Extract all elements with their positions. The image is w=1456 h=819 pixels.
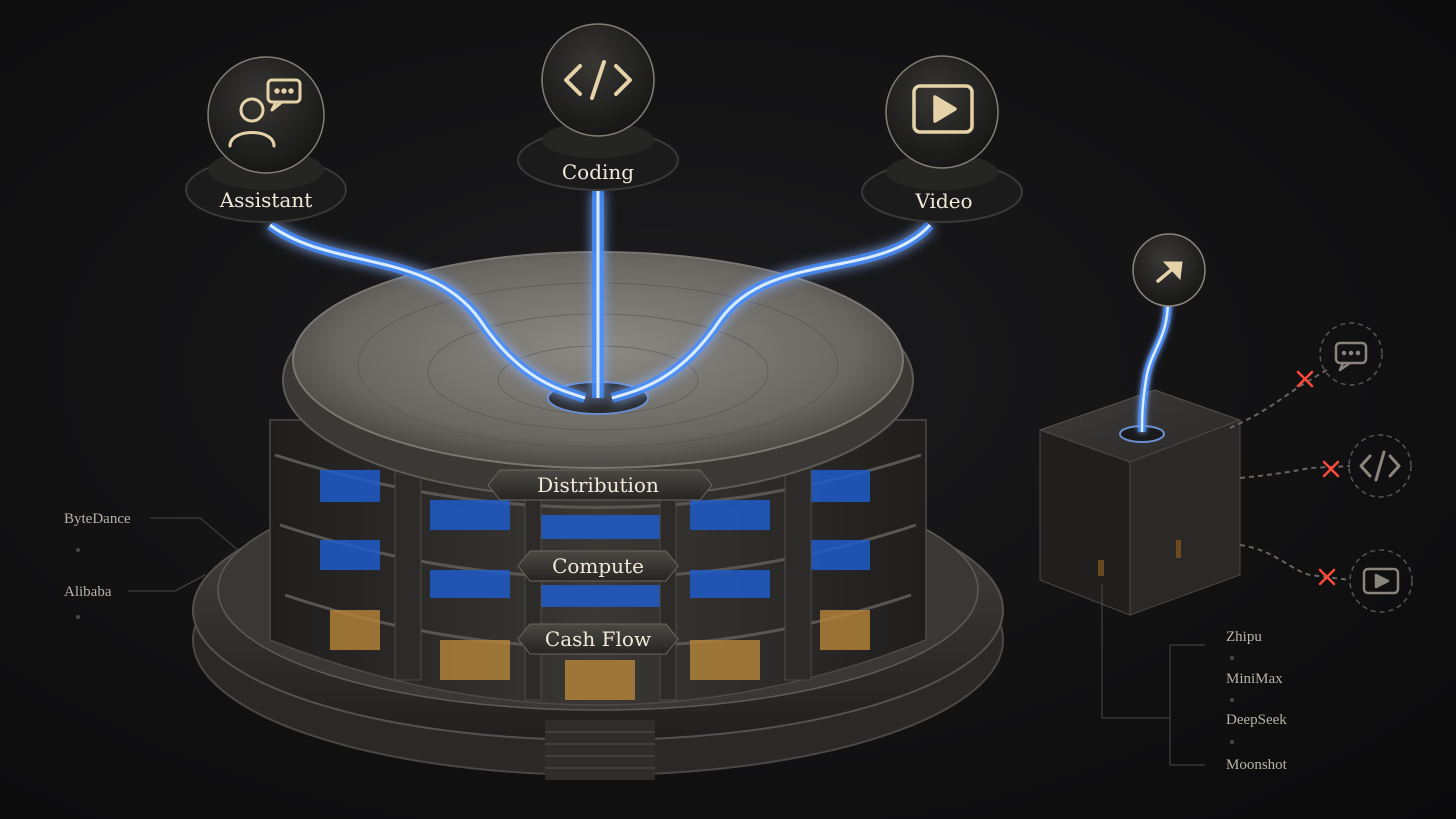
- cube-node: [1132, 233, 1206, 307]
- right-label-minimax: MiniMax: [1226, 671, 1283, 687]
- blocked-node-chat: [1319, 322, 1383, 386]
- server-windows: [320, 470, 870, 607]
- node-assistant: Assistant: [185, 56, 347, 223]
- chat-person-icon: [228, 78, 302, 148]
- left-label-alibaba: Alibaba: [64, 584, 112, 600]
- node-coding: Coding: [517, 23, 679, 191]
- chat-bubble-icon: [1334, 341, 1368, 372]
- tier-cash-flow: Cash Flow: [517, 623, 679, 655]
- code-brackets-icon: [1359, 450, 1401, 482]
- tier-distribution: Distribution: [487, 469, 713, 501]
- glow-conduits: [267, 190, 934, 403]
- node-video-label: Video: [914, 189, 972, 213]
- block-marks: [1296, 370, 1340, 586]
- node-coding-label: Coding: [562, 160, 634, 184]
- code-brackets-icon: [564, 60, 632, 100]
- right-label-zhipu: Zhipu: [1226, 629, 1262, 645]
- left-label-bytedance: ByteDance: [64, 511, 131, 527]
- node-assistant-label: Assistant: [219, 188, 313, 212]
- tier-cash-flow-label: Cash Flow: [545, 627, 651, 651]
- tier-compute: Compute: [517, 550, 679, 582]
- tier-distribution-label: Distribution: [537, 473, 659, 497]
- node-video: Video: [861, 55, 1023, 223]
- arrow-up-right-icon: [1156, 261, 1183, 283]
- right-label-deepseek: DeepSeek: [1226, 712, 1287, 728]
- right-label-moonshot: Moonshot: [1226, 757, 1288, 773]
- blocked-connections: [1229, 367, 1351, 586]
- cube-conduit: [1138, 299, 1172, 433]
- left-label-group: ByteDance Alibaba: [64, 511, 239, 619]
- lit-windows: [330, 610, 870, 700]
- tier-compute-label: Compute: [552, 554, 644, 578]
- front-stairs: [545, 720, 655, 780]
- blocked-node-video: [1349, 549, 1413, 613]
- play-video-icon: [912, 84, 974, 134]
- blocked-node-code: [1348, 434, 1412, 498]
- play-video-icon: [1362, 567, 1400, 595]
- right-label-group: Zhipu MiniMax DeepSeek Moonshot: [1101, 585, 1288, 773]
